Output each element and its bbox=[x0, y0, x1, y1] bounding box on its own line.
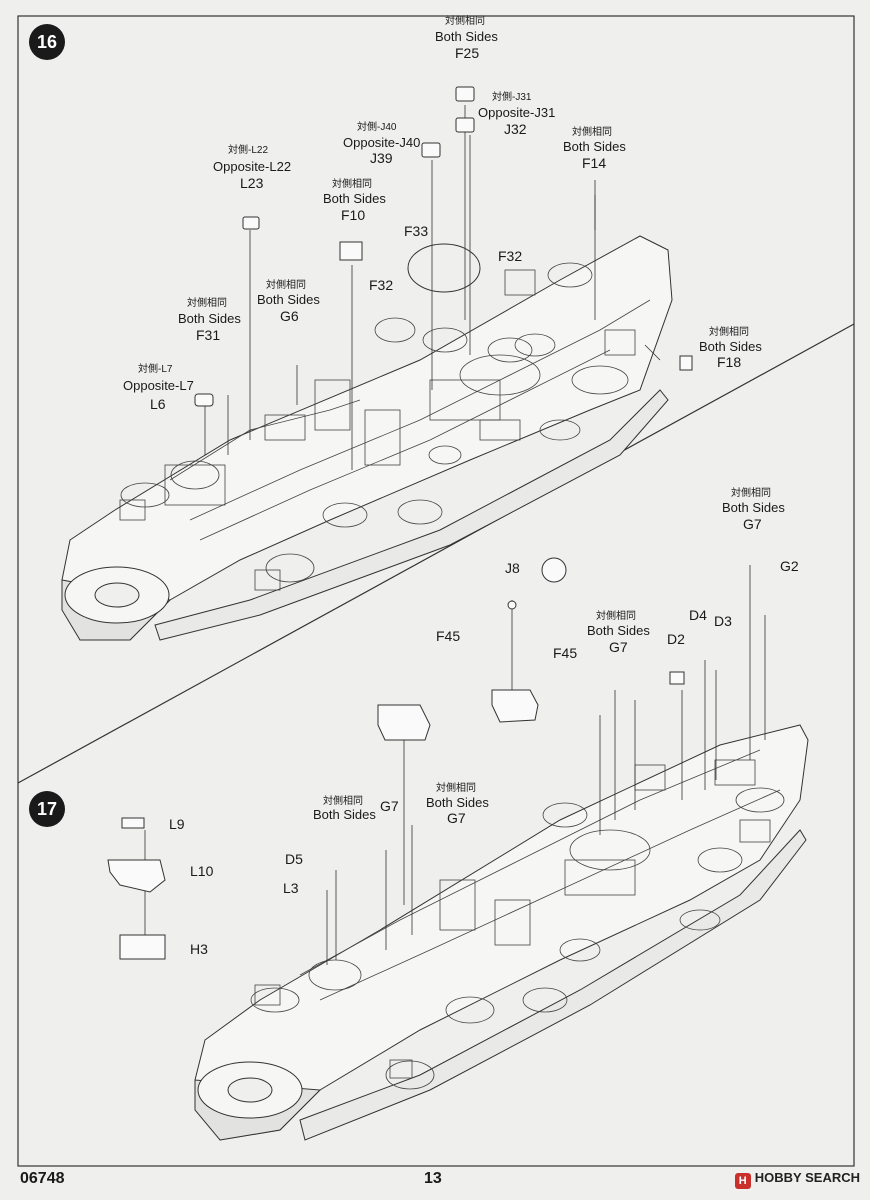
part-note-cn: 対側-L22 bbox=[228, 145, 269, 156]
part-note-en: Opposite-L7 bbox=[123, 378, 194, 393]
part-note-cn: 対側相同 bbox=[445, 16, 485, 27]
part-note-cn: 対側相同 bbox=[266, 280, 306, 291]
part-note-en: Both Sides bbox=[313, 807, 376, 822]
part-note-cn: 対側-J40 bbox=[357, 122, 397, 133]
part-note-en: Opposite-L22 bbox=[213, 159, 292, 174]
part-label: D2 bbox=[667, 631, 685, 647]
part-note-en: Both Sides bbox=[563, 139, 626, 154]
part-note-cn: 対側相同 bbox=[709, 327, 749, 338]
part-note-cn: 対側相同 bbox=[572, 127, 612, 138]
part-label: L10 bbox=[190, 863, 214, 879]
step-number-badge: 17 bbox=[29, 791, 65, 827]
part-label: H3 bbox=[190, 941, 208, 957]
part-note-en: Both Sides bbox=[699, 339, 762, 354]
part-label: L6 bbox=[150, 396, 166, 412]
part-label: D3 bbox=[714, 613, 732, 629]
part-label: G7 bbox=[743, 516, 762, 532]
part-note-en: Both Sides bbox=[722, 500, 785, 515]
part-label: F31 bbox=[196, 327, 221, 343]
watermark-text: HOBBY SEARCH bbox=[754, 1170, 860, 1185]
part-note-cn: 対側相同 bbox=[332, 179, 372, 190]
part-label: L23 bbox=[240, 175, 264, 191]
part-note-en: Both Sides bbox=[323, 191, 386, 206]
part-label: F32 bbox=[498, 248, 523, 264]
part-label: G7 bbox=[447, 810, 466, 826]
part-note-en: Both Sides bbox=[426, 795, 489, 810]
part-note-en: Both Sides bbox=[257, 292, 320, 307]
part-label: F32 bbox=[369, 277, 394, 293]
part-note-cn: 対側相同 bbox=[731, 488, 771, 499]
part-label: D4 bbox=[689, 607, 707, 623]
part-label: F10 bbox=[341, 207, 366, 223]
part-label: G2 bbox=[780, 558, 799, 574]
part-label: L3 bbox=[283, 880, 299, 896]
part-note-cn: 対側相同 bbox=[187, 298, 227, 309]
part-label: J8 bbox=[505, 560, 520, 576]
part-label: F45 bbox=[553, 645, 578, 661]
part-label: G7 bbox=[609, 639, 628, 655]
part-note-en: Both Sides bbox=[587, 623, 650, 638]
part-note-cn: 対側-L7 bbox=[138, 364, 173, 375]
part-label: D5 bbox=[285, 851, 303, 867]
part-note-en: Both Sides bbox=[178, 311, 241, 326]
part-label: J32 bbox=[504, 121, 527, 137]
part-label: F18 bbox=[717, 354, 742, 370]
part-note-cn: 対側-J31 bbox=[492, 92, 532, 103]
part-label: F25 bbox=[455, 45, 480, 61]
part-note-cn: 対側相同 bbox=[323, 796, 363, 807]
part-note-cn: 対側相同 bbox=[596, 611, 636, 622]
page-number: 13 bbox=[424, 1170, 442, 1187]
part-label: L9 bbox=[169, 816, 185, 832]
part-note-en: Opposite-J31 bbox=[478, 105, 556, 120]
part-note-en: Opposite-J40 bbox=[343, 135, 421, 150]
part-note-cn: 対側相同 bbox=[436, 783, 476, 794]
step-number-badge: 16 bbox=[29, 24, 65, 60]
part-label: F33 bbox=[404, 223, 429, 239]
part-note-en: Both Sides bbox=[435, 29, 498, 44]
part-label: F14 bbox=[582, 155, 607, 171]
part-label: G6 bbox=[280, 308, 299, 324]
part-label: F45 bbox=[436, 628, 461, 644]
part-label: G7 bbox=[380, 798, 399, 814]
product-code: 06748 bbox=[20, 1170, 65, 1187]
hobby-search-logo-icon: H bbox=[734, 1173, 751, 1189]
part-label: J39 bbox=[370, 150, 393, 166]
